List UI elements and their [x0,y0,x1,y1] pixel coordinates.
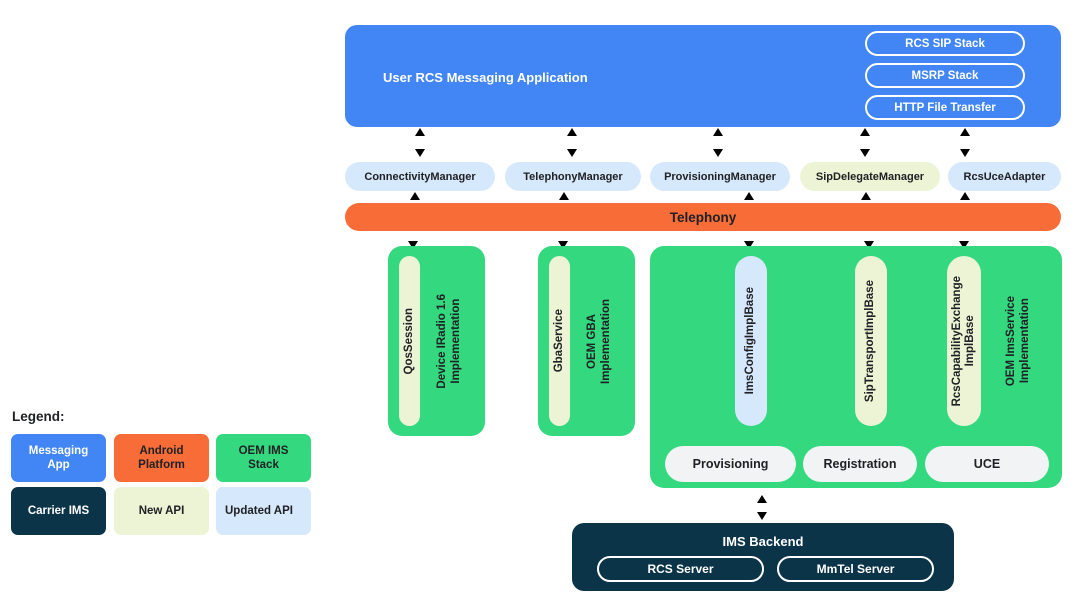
service-pill-registration[interactable]: Registration [803,446,917,482]
manager-rcs-uce-adapter[interactable]: RcsUceAdapter [948,162,1061,191]
oem-box-gba-label-wrap: OEM GBA Implementation [574,256,626,426]
oem-box-iradio-label: Device IRadio 1.6 Implementation [436,293,462,389]
legend-item-android-platform: Android Platform [114,434,209,482]
manager-telephony[interactable]: TelephonyManager [505,162,641,191]
api-pill-gba-service[interactable]: GbaService [549,256,570,426]
arrow-up-icon [861,192,871,200]
api-pill-label: GbaService [552,309,565,373]
legend-item-label: Android Platform [138,444,185,471]
legend-item-new-api: New API [114,487,209,535]
service-pill-label: Provisioning [692,457,769,471]
legend-title: Legend: [12,409,65,424]
api-pill-sip-transport-impl-base[interactable]: SipTransportImplBase [855,256,887,426]
manager-provisioning[interactable]: ProvisioningManager [650,162,790,191]
oem-box-gba-label: OEM GBA Implementation [586,298,612,384]
oem-box-ims-service-label-wrap: OEM ImsService Implementation [986,256,1052,426]
user-app-layer [345,25,1061,127]
api-pill-qos-session[interactable]: QosSession [399,256,420,426]
arrow-down-icon [408,241,418,249]
api-pill-label: QosSession [402,307,415,375]
legend-item-label: New API [138,504,185,517]
api-pill-label: ImsConfigImplBase [744,287,757,395]
arrow-down-icon [959,241,969,249]
arrow-up-icon [960,128,970,136]
arrow-down-icon [713,149,723,157]
legend-item-label: Updated API [225,504,293,517]
service-pill-provisioning[interactable]: Provisioning [665,446,796,482]
api-pill-rcs-capability-exchange-impl-base[interactable]: RcsCapabilityExchange ImplBase [947,256,981,426]
api-pill-label: RcsCapabilityExchange ImplBase [950,275,976,407]
android-platform-telephony-bar: Telephony [345,203,1061,231]
server-pill-label: RCS Server [647,562,714,576]
server-pill-label: MmTel Server [816,562,895,576]
api-pill-label: SipTransportImplBase [864,279,877,403]
service-pill-uce[interactable]: UCE [925,446,1049,482]
legend-item-oem-ims-stack: OEM IMS Stack [216,434,311,482]
legend-item-carrier-ims: Carrier IMS [11,487,106,535]
oem-box-iradio-label-wrap: Device IRadio 1.6 Implementation [424,256,476,426]
service-pill-label: UCE [973,457,1001,471]
legend-item-label: Messaging App [28,444,89,471]
stack-pill-label: HTTP File Transfer [894,101,996,114]
arrow-down-icon [558,241,568,249]
arrow-down-icon [415,149,425,157]
manager-label: SipDelegateManager [815,170,925,183]
stack-pill-msrp: MSRP Stack [865,63,1025,88]
ims-backend-title: IMS Backend [722,534,804,549]
arrow-down-icon [567,149,577,157]
arrow-up-icon [415,128,425,136]
arrow-up-icon [713,128,723,136]
arrow-down-icon [757,512,767,520]
app-layer-title: User RCS Messaging Application [383,69,588,85]
legend-item-messaging-app: Messaging App [11,434,106,482]
arrow-up-icon [744,192,754,200]
telephony-bar-label: Telephony [669,209,737,225]
arrow-down-icon [960,149,970,157]
stack-pill-http-file-transfer: HTTP File Transfer [865,95,1025,120]
arrow-up-icon [567,128,577,136]
manager-label: ConnectivityManager [364,170,476,183]
arrow-down-icon [864,241,874,249]
arrow-down-icon [744,241,754,249]
legend-item-label: OEM IMS Stack [238,444,289,471]
arrow-down-icon [860,149,870,157]
stack-pill-label: MSRP Stack [911,69,979,82]
arrow-up-icon [960,192,970,200]
stack-pill-rcs-sip: RCS SIP Stack [865,31,1025,56]
manager-label: RcsUceAdapter [963,170,1046,183]
oem-box-ims-service-label: OEM ImsService Implementation [1005,295,1031,387]
server-pill-rcs: RCS Server [597,556,764,582]
legend-item-label: Carrier IMS [27,504,90,517]
manager-sip-delegate[interactable]: SipDelegateManager [800,162,940,191]
service-pill-label: Registration [823,457,897,471]
manager-label: ProvisioningManager [664,170,776,183]
arrow-up-icon [860,128,870,136]
arrow-up-icon [559,192,569,200]
manager-connectivity[interactable]: ConnectivityManager [345,162,495,191]
stack-pill-label: RCS SIP Stack [905,37,985,50]
manager-label: TelephonyManager [523,170,623,183]
server-pill-mmtel: MmTel Server [777,556,934,582]
legend-item-updated-api: Updated API [216,487,311,535]
arrow-up-icon [757,495,767,503]
arrow-up-icon [410,192,420,200]
api-pill-ims-config-impl-base[interactable]: ImsConfigImplBase [735,256,767,426]
